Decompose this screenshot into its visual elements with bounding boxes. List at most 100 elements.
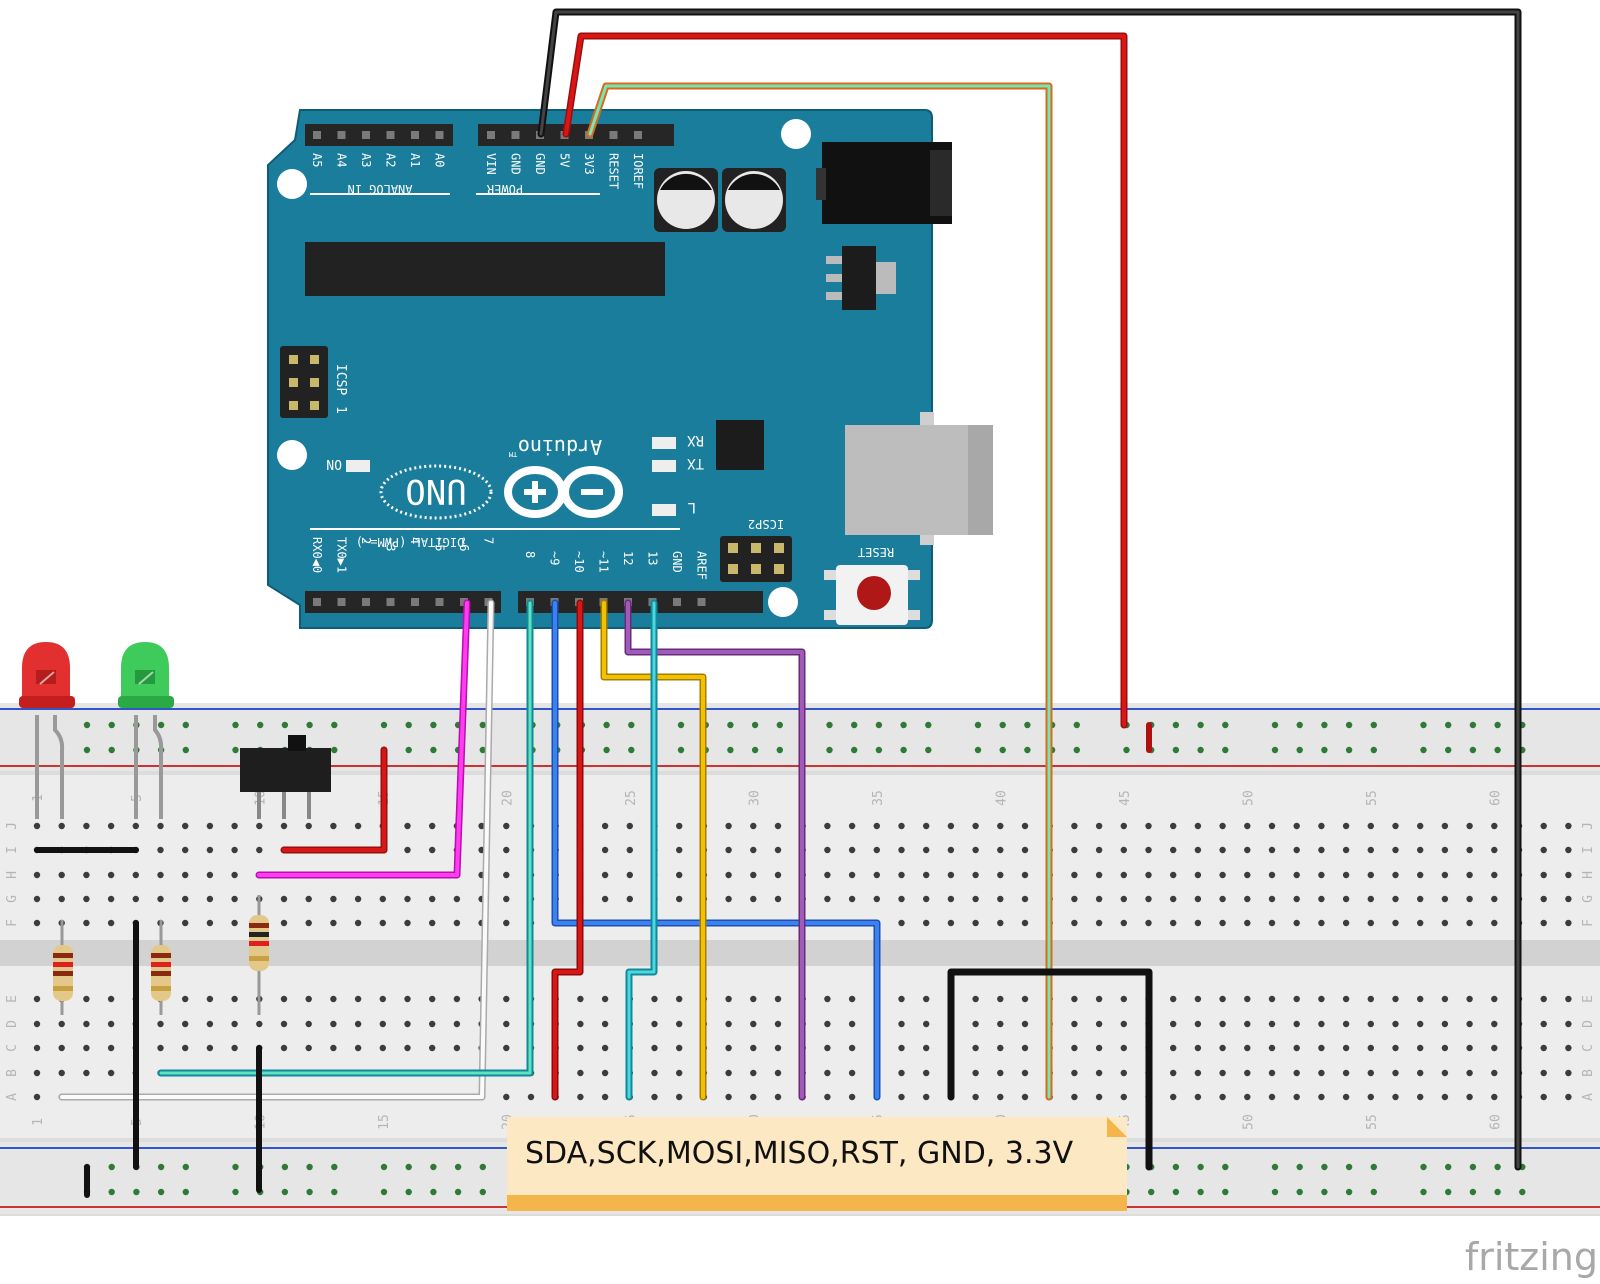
breadboard-hole[interactable] (503, 995, 510, 1003)
breadboard-hole[interactable] (58, 1044, 65, 1052)
breadboard-hole[interactable] (1268, 1069, 1276, 1077)
breadboard-hole[interactable] (1466, 895, 1473, 903)
breadboard-hole[interactable] (750, 1093, 757, 1101)
breadboard-hole[interactable] (1170, 871, 1177, 879)
rail-hole[interactable] (1271, 746, 1279, 754)
breadboard-hole[interactable] (1194, 822, 1202, 830)
rail-hole[interactable] (1172, 721, 1180, 729)
rail-hole[interactable] (1370, 1163, 1378, 1171)
breadboard-hole[interactable] (1071, 919, 1078, 927)
breadboard-hole[interactable] (848, 846, 856, 854)
breadboard-hole[interactable] (1417, 995, 1424, 1003)
breadboard-hole[interactable] (972, 1044, 979, 1052)
breadboard-hole[interactable] (231, 871, 238, 879)
breadboard-hole[interactable] (404, 1044, 411, 1052)
breadboard-hole[interactable] (503, 871, 510, 879)
wire-pin10-red[interactable] (553, 601, 582, 1099)
header-pin[interactable] (435, 598, 444, 606)
breadboard-hole[interactable] (651, 1020, 658, 1028)
breadboard-hole[interactable] (1565, 1093, 1572, 1101)
rail-hole[interactable] (677, 746, 685, 754)
header-pin[interactable] (362, 131, 370, 139)
breadboard-hole[interactable] (1540, 1020, 1547, 1028)
rail-hole[interactable] (1271, 1188, 1279, 1196)
breadboard-hole[interactable] (1219, 1093, 1226, 1101)
rail-hole[interactable] (1296, 1188, 1303, 1196)
rail-hole[interactable] (603, 746, 610, 754)
breadboard-hole[interactable] (33, 1093, 41, 1101)
header-pin[interactable] (313, 598, 321, 606)
breadboard-hole[interactable] (83, 995, 90, 1003)
rail-hole[interactable] (1222, 746, 1229, 754)
breadboard-hole[interactable] (33, 1069, 41, 1077)
breadboard-hole[interactable] (972, 1093, 979, 1101)
header-pin[interactable] (362, 598, 370, 606)
breadboard-hole[interactable] (923, 1069, 930, 1077)
rail-hole[interactable] (331, 1188, 338, 1196)
rail-hole[interactable] (1445, 746, 1452, 754)
breadboard-hole[interactable] (305, 995, 312, 1003)
header-pin[interactable] (634, 131, 642, 139)
analog-header[interactable] (305, 124, 453, 146)
breadboard-hole[interactable] (1021, 995, 1029, 1003)
breadboard-hole[interactable] (231, 895, 238, 903)
breadboard-hole[interactable] (1318, 995, 1325, 1003)
rail-hole[interactable] (1469, 721, 1477, 729)
rail-hole[interactable] (677, 721, 685, 729)
breadboard-hole[interactable] (305, 1044, 312, 1052)
breadboard-hole[interactable] (997, 822, 1004, 830)
header-pin[interactable] (487, 131, 495, 139)
breadboard-hole[interactable] (774, 846, 782, 854)
breadboard-hole[interactable] (750, 822, 757, 830)
breadboard-hole[interactable] (626, 895, 633, 903)
breadboard-hole[interactable] (1021, 1093, 1029, 1101)
header-pin[interactable] (386, 131, 395, 139)
breadboard-hole[interactable] (676, 1093, 683, 1101)
breadboard-hole[interactable] (1268, 895, 1276, 903)
breadboard-hole[interactable] (1392, 822, 1399, 830)
breadboard-hole[interactable] (1318, 919, 1325, 927)
breadboard-hole[interactable] (577, 995, 584, 1003)
breadboard-hole[interactable] (280, 895, 288, 903)
breadboard-hole[interactable] (503, 895, 510, 903)
breadboard-hole[interactable] (1466, 1069, 1473, 1077)
red-led[interactable] (19, 642, 75, 819)
icsp2-header[interactable] (720, 536, 792, 582)
rail-hole[interactable] (727, 721, 734, 729)
breadboard-hole[interactable] (1095, 1069, 1103, 1077)
breadboard-hole[interactable] (1219, 919, 1226, 927)
breadboard-hole[interactable] (848, 1093, 856, 1101)
breadboard-hole[interactable] (107, 1069, 115, 1077)
breadboard-hole[interactable] (58, 895, 65, 903)
breadboard-hole[interactable] (1244, 995, 1251, 1003)
breadboard-hole[interactable] (947, 846, 955, 854)
breadboard-hole[interactable] (280, 822, 288, 830)
breadboard-hole[interactable] (1071, 1044, 1078, 1052)
breadboard-hole[interactable] (577, 1093, 584, 1101)
breadboard-hole[interactable] (997, 871, 1004, 879)
breadboard-hole[interactable] (1318, 1020, 1325, 1028)
breadboard-hole[interactable] (1120, 995, 1128, 1003)
breadboard-hole[interactable] (206, 846, 214, 854)
breadboard-hole[interactable] (231, 919, 238, 927)
breadboard-hole[interactable] (1342, 1044, 1350, 1052)
rail-hole[interactable] (925, 746, 932, 754)
rail-hole[interactable] (1494, 746, 1501, 754)
breadboard-hole[interactable] (1244, 871, 1251, 879)
breadboard-hole[interactable] (1145, 822, 1152, 830)
breadboard-hole[interactable] (1392, 846, 1399, 854)
breadboard-hole[interactable] (725, 1093, 732, 1101)
breadboard-hole[interactable] (453, 919, 461, 927)
breadboard-hole[interactable] (824, 1020, 831, 1028)
breadboard-hole[interactable] (848, 995, 856, 1003)
rail-hole[interactable] (405, 721, 412, 729)
breadboard-hole[interactable] (1318, 1044, 1325, 1052)
breadboard-hole[interactable] (404, 895, 411, 903)
breadboard-hole[interactable] (132, 895, 139, 903)
breadboard-hole[interactable] (1392, 995, 1399, 1003)
breadboard-hole[interactable] (1417, 1044, 1424, 1052)
breadboard-hole[interactable] (1194, 846, 1202, 854)
breadboard-hole[interactable] (107, 822, 115, 830)
rail-hole[interactable] (430, 721, 437, 729)
rail-hole[interactable] (1420, 721, 1427, 729)
